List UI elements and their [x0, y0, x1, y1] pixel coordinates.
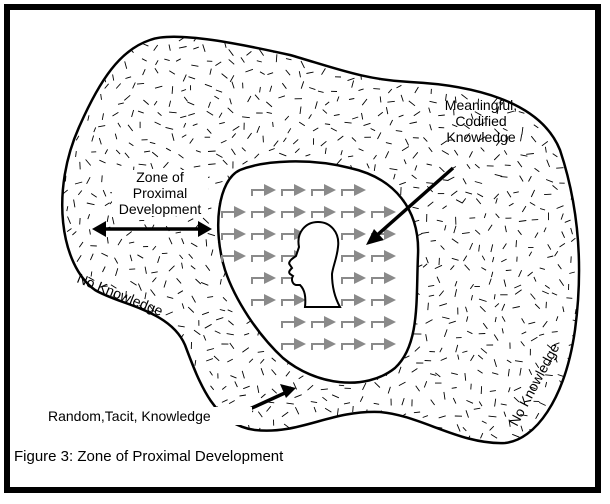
- svg-text:Proximal: Proximal: [133, 185, 187, 201]
- svg-text:Meaningful,: Meaningful,: [445, 97, 517, 113]
- svg-text:Random,Tacit, Knowledge: Random,Tacit, Knowledge: [48, 408, 211, 424]
- label-codified: Meaningful, Codified Knowledge: [445, 97, 517, 145]
- svg-text:Development: Development: [119, 201, 202, 217]
- label-zone: Zone of Proximal Development: [112, 169, 208, 217]
- figure-caption: Figure 3: Zone of Proximal Development: [14, 448, 283, 465]
- svg-text:Codified: Codified: [455, 113, 506, 129]
- svg-text:Zone of: Zone of: [136, 169, 184, 185]
- svg-text:Knowledge: Knowledge: [446, 129, 515, 145]
- label-random-tacit: Random,Tacit, Knowledge: [44, 407, 252, 425]
